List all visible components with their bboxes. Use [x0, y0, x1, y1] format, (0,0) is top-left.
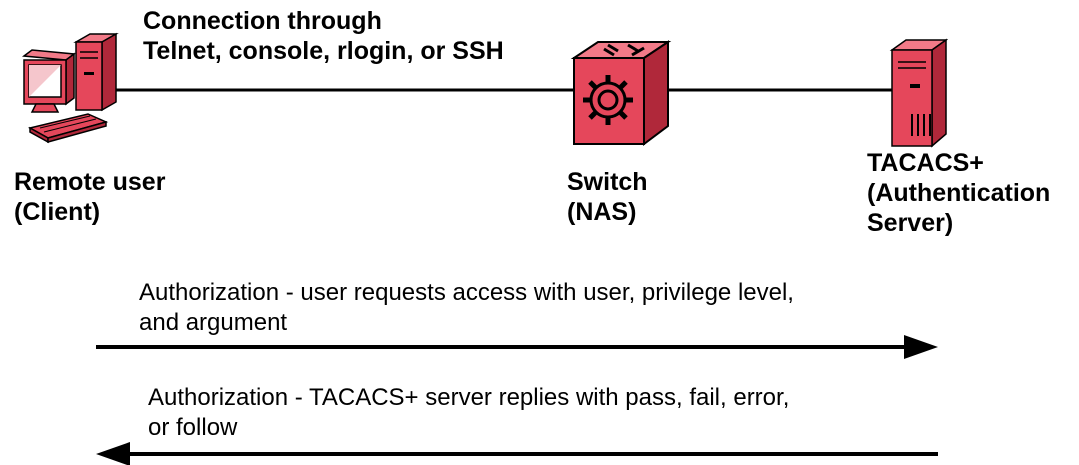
reply-flow-line1: Authorization - TACACS+ server replies w… [148, 384, 790, 411]
request-flow-line1: Authorization - user requests access wit… [139, 279, 794, 306]
request-flow-text: Authorization - user requests access wit… [139, 278, 794, 338]
request-flow-line2: and argument [139, 309, 288, 336]
switch-label: Switch (NAS) [567, 167, 648, 227]
client-label-line1: Remote user [14, 168, 166, 196]
reply-flow-line2: or follow [148, 414, 238, 441]
connection-label: Connection through Telnet, console, rlog… [143, 6, 504, 66]
connection-label-line2: Telnet, console, rlogin, or SSH [143, 37, 504, 65]
switch-label-line1: Switch [567, 168, 648, 196]
server-label-line3: Server) [867, 209, 954, 237]
server-label-line1: TACACS+ [867, 149, 984, 177]
server-icon [889, 38, 948, 148]
computer-icon [21, 32, 119, 144]
server-label: TACACS+ (Authentication Server) [867, 148, 1050, 238]
reply-flow-text: Authorization - TACACS+ server replies w… [148, 383, 789, 443]
client-label: Remote user (Client) [14, 167, 165, 227]
switch-icon [570, 40, 672, 146]
server-label-line2: (Authentication [867, 179, 1051, 207]
connection-label-line1: Connection through [143, 7, 382, 35]
client-label-line2: (Client) [14, 198, 101, 226]
switch-label-line2: (NAS) [567, 198, 637, 226]
